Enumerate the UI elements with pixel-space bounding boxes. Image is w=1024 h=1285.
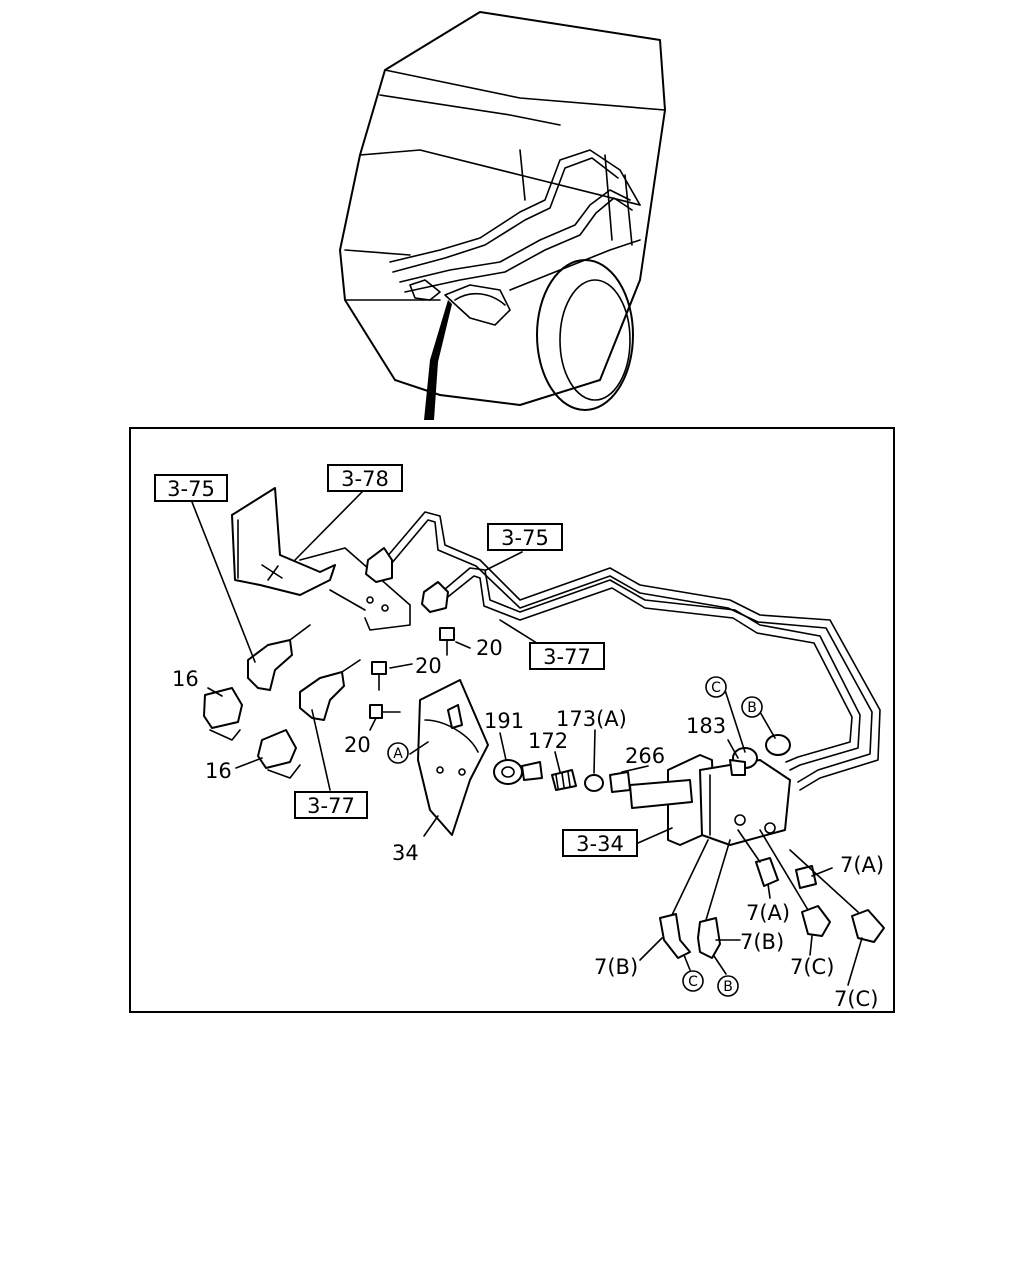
bracket-34 — [369, 627, 489, 836]
detail-frame — [129, 427, 895, 1013]
part-label-173a: 173(A) — [556, 707, 627, 731]
part-label-172: 172 — [528, 729, 568, 753]
ref-box-3-78: 3-78 — [327, 464, 403, 492]
svg-text:3-75: 3-75 — [167, 477, 215, 501]
ref-box-3-77-left: 3-77 — [294, 791, 368, 819]
leader-lines — [191, 491, 863, 986]
fittings — [659, 857, 885, 959]
truck-cab-overview — [339, 11, 666, 420]
part-label-16-lower: 16 — [205, 759, 232, 783]
part-label-16-upper: 16 — [172, 667, 199, 691]
part-label-34: 34 — [392, 841, 419, 865]
part-label-7a-mid: 7(A) — [746, 901, 790, 925]
svg-text:C: C — [688, 974, 698, 990]
marker-a: A — [387, 742, 409, 764]
part-label-7c-mid: 7(C) — [790, 955, 834, 979]
part-label-20-b: 20 — [415, 654, 442, 678]
svg-text:3-34: 3-34 — [576, 832, 624, 856]
master-cylinder — [629, 734, 791, 846]
marker-b-top: B — [741, 696, 763, 718]
part-label-7c-bottom: 7(C) — [834, 987, 878, 1011]
ref-box-3-75-right: 3-75 — [487, 523, 563, 551]
svg-text:B: B — [723, 979, 733, 995]
svg-text:3-78: 3-78 — [341, 467, 389, 491]
part-label-20-a: 20 — [476, 636, 503, 660]
part-label-7a-right: 7(A) — [840, 853, 884, 877]
marker-c-top: C — [705, 676, 727, 698]
svg-text:3-77: 3-77 — [307, 794, 355, 818]
brake-pipes — [365, 511, 881, 791]
svg-text:3-75: 3-75 — [501, 526, 549, 550]
part-label-7b-mid: 7(B) — [740, 930, 784, 954]
part-label-7b-left: 7(B) — [594, 955, 638, 979]
switch-assemblies — [203, 624, 361, 779]
svg-text:A: A — [393, 746, 403, 762]
part-label-20-c: 20 — [344, 733, 371, 757]
ref-box-3-34: 3-34 — [562, 829, 638, 857]
marker-b-bottom: B — [717, 975, 739, 997]
svg-text:B: B — [747, 700, 757, 716]
svg-text:3-77: 3-77 — [543, 645, 591, 669]
part-label-266: 266 — [625, 744, 665, 768]
part-label-191: 191 — [484, 709, 524, 733]
marker-c-bottom: C — [682, 970, 704, 992]
ref-box-3-75-left: 3-75 — [154, 474, 228, 502]
connector-stack — [493, 759, 631, 793]
part-label-183: 183 — [686, 714, 726, 738]
ref-box-3-77-right: 3-77 — [529, 642, 605, 670]
svg-text:C: C — [711, 680, 721, 696]
mounting-bracket — [231, 487, 411, 631]
